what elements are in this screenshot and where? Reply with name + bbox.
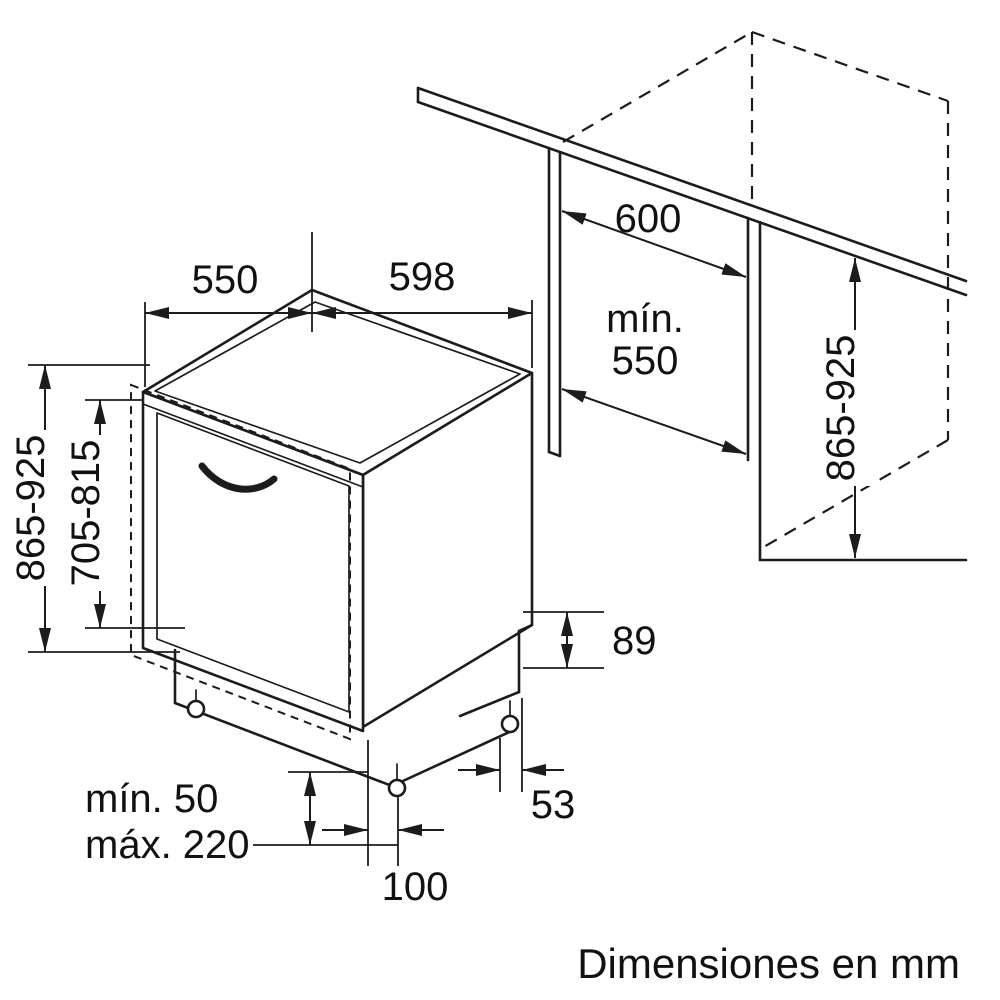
label-width-top: 598 <box>389 255 456 299</box>
label-niche-width: 600 <box>615 197 682 241</box>
cabinet-dashed-box <box>562 30 950 549</box>
label-rear-foot-offset: 53 <box>531 783 576 827</box>
label-plinth-max: máx. 220 <box>85 823 250 867</box>
countertop <box>416 86 968 297</box>
label-front-foot-inset: 100 <box>382 865 449 909</box>
appliance-feet <box>186 689 520 798</box>
appliance-door-panel-dashed <box>130 383 351 741</box>
appliance-body <box>141 288 534 733</box>
label-rear-step-height: 89 <box>612 619 657 663</box>
label-niche-depth-min-word: mín. <box>606 297 684 341</box>
unit-note: Dimensiones en mm <box>577 940 960 987</box>
appliance-rear-step <box>458 623 534 718</box>
label-niche-depth-min-value: 550 <box>612 339 679 383</box>
label-plinth-min: mín. 50 <box>85 777 218 821</box>
label-niche-height-right: 865-925 <box>819 335 863 482</box>
label-overall-height-left: 865-925 <box>9 435 53 582</box>
appliance-handle <box>198 462 278 493</box>
label-masks <box>21 330 877 591</box>
niche-walls <box>547 146 968 562</box>
dim-600-niche-width <box>561 210 747 278</box>
label-depth-top: 550 <box>192 258 259 302</box>
dim-min-550-niche-depth <box>561 388 747 455</box>
label-door-panel-height: 705-815 <box>64 440 108 587</box>
